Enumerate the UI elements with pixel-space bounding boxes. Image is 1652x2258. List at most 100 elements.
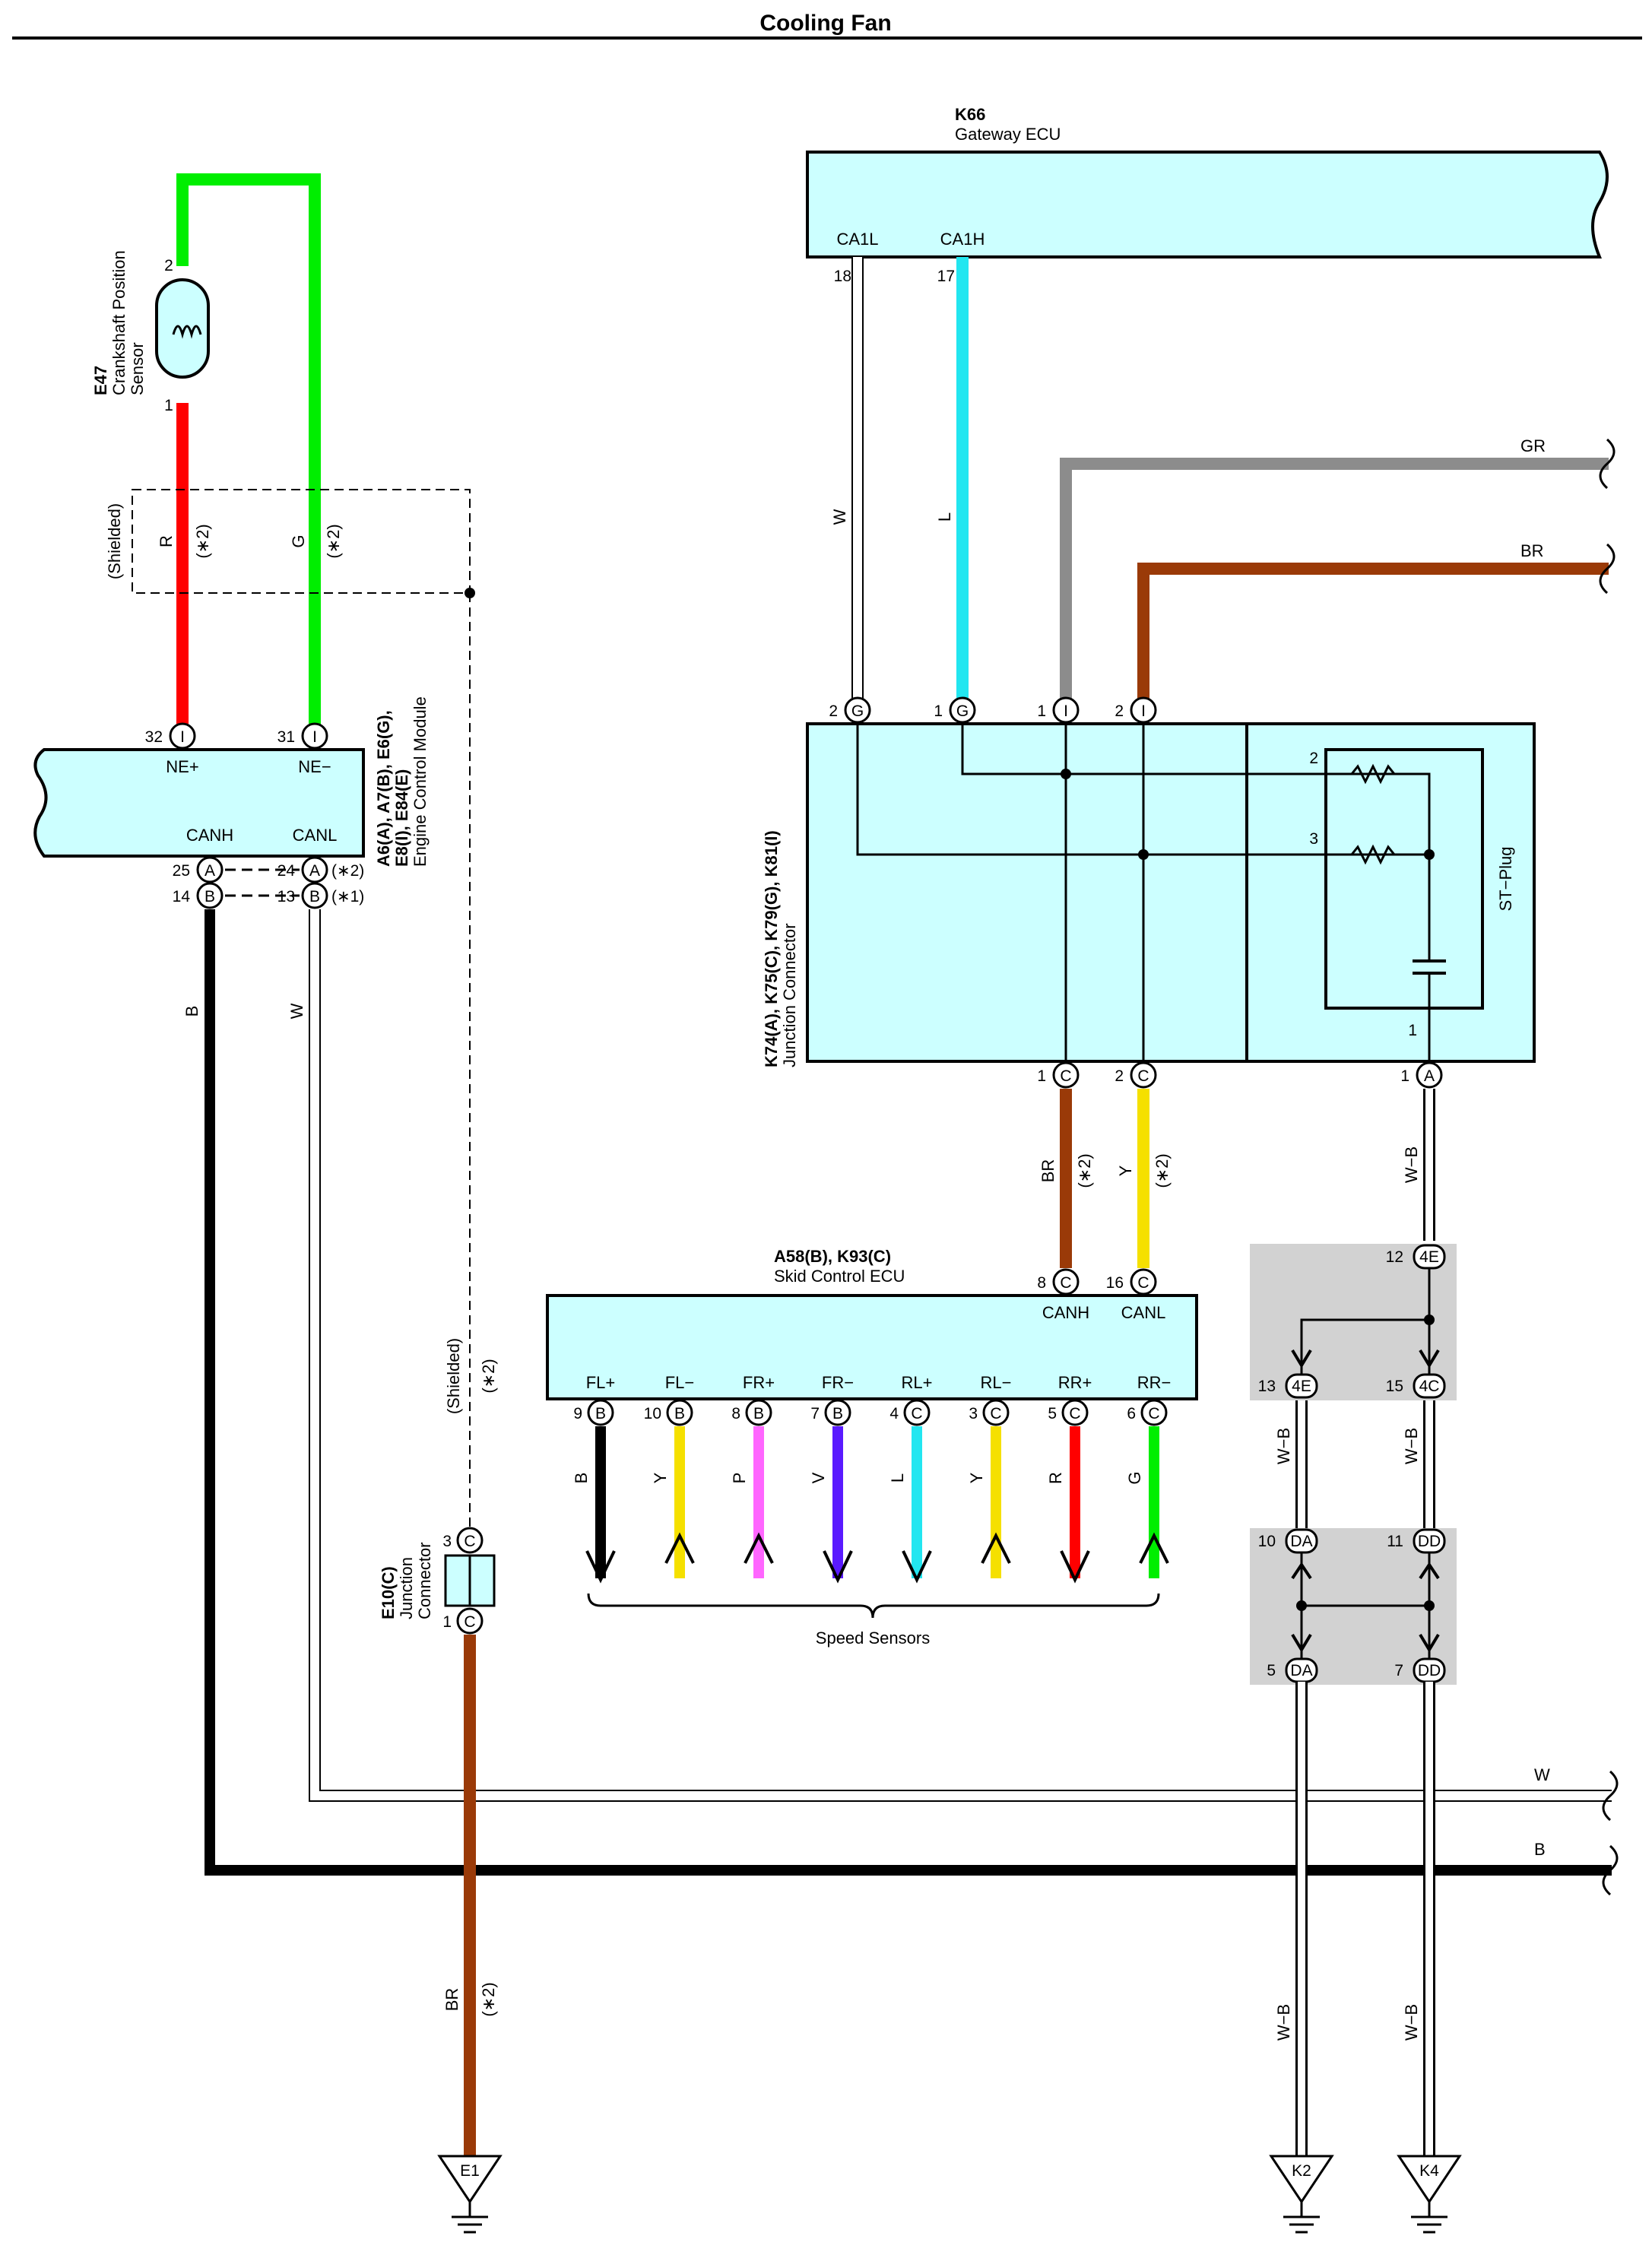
jc-conn-g-2: G (851, 702, 864, 720)
gateway-wires: W L (830, 257, 969, 699)
gateway-ca1l: CA1L (836, 230, 878, 249)
ecm-name: Engine Control Module (411, 696, 430, 867)
sensor-name-line2: Sensor (128, 342, 147, 395)
joint-block-upper: 4E 12 4E 13 4C 15 (1250, 1244, 1457, 1400)
junction-name: Junction Connector (780, 923, 799, 1067)
skid-pin-label-6: RL− (981, 1373, 1012, 1392)
stplug-label: ST−Plug (1496, 847, 1515, 912)
ecm-pin-13: 13 (277, 888, 295, 905)
skid-pin-conn-3: B (753, 1405, 764, 1422)
ground-e1-label: E1 (460, 2162, 480, 2180)
e1-ground-wire: BR (∗2) (442, 1635, 498, 2156)
speed-arrow-7 (1060, 1550, 1090, 1584)
junction-bottom-pins: C 1 C 2 A 1 (1037, 1061, 1443, 1089)
skid-canh: CANH (1042, 1303, 1089, 1322)
wire-label-br-e1: BR (442, 1988, 461, 2012)
gateway-ecu: K66 Gateway ECU CA1L CA1H 18 17 (806, 105, 1609, 285)
joint-pin-10: 10 (1258, 1533, 1276, 1550)
skid-pin-16: 16 (1106, 1274, 1124, 1292)
sensor-pin-1: 1 (164, 397, 173, 414)
e10-junction-connector: C 3 C 1 E10(C) Junction Connector (379, 1527, 496, 1635)
joint-pin-15: 15 (1386, 1378, 1403, 1395)
page-title: Cooling Fan (759, 11, 891, 36)
speed-arrow-2 (664, 1532, 695, 1564)
jc-conn-a-1: A (1424, 1067, 1435, 1085)
jc-pin-a-1: 1 (1400, 1067, 1409, 1085)
skid-pin-circle-1 (587, 1399, 614, 1426)
gateway-pin-17: 17 (937, 268, 955, 285)
ecm-conn-a-24: A (309, 862, 320, 880)
speed-arrow-8 (1139, 1532, 1169, 1564)
ecm-bottom-pins: A 25 A 24 (∗2) B 14 B 13 (∗1) (173, 856, 364, 909)
wire-label-br-top: BR (1520, 541, 1544, 560)
sensor-code: E47 (91, 366, 110, 395)
skid-pin-conn-8: C (1148, 1405, 1159, 1422)
jc-conn-g-1: G (956, 702, 969, 720)
wire-label-l-gateway: L (935, 512, 954, 522)
wire-label-b-right: B (1534, 1840, 1546, 1859)
skid-pin-label-7: RR+ (1058, 1373, 1092, 1392)
joint-da-10: DA (1290, 1533, 1312, 1550)
skid-pin-num-7: 5 (1048, 1405, 1057, 1422)
engine-control-module: NE+ NE− CANH CANL A6(A), A7(B), E6(G), E… (33, 696, 430, 867)
skid-pin-label-2: FL− (665, 1373, 695, 1392)
ground-k4: K4 (1397, 2155, 1462, 2234)
skid-control-ecu: A58(B), K93(C) Skid Control ECU C 8 C 16… (546, 1247, 1198, 1400)
skid-conn-c-8: C (1060, 1274, 1071, 1292)
speed-wire-label-1: B (572, 1473, 591, 1484)
gateway-pin-18: 18 (834, 268, 851, 285)
jc-conn-i-1: I (1064, 702, 1068, 720)
skid-pin-conn-4: B (832, 1405, 843, 1422)
wire-label-wb-5: W−B (1402, 2004, 1421, 2041)
skid-pin-circle-4 (824, 1399, 851, 1426)
ecm-note-13: (∗1) (331, 888, 364, 905)
skid-can-wires: BR (∗2) Y (∗2) (1038, 1089, 1172, 1268)
junction-code: K74(A), K75(C), K79(G), K81(I) (762, 830, 781, 1067)
speed-arrow-6 (981, 1532, 1011, 1564)
junction-connector: 2 3 1 ST−Plug K74(A), K75(C), K79(G), K8… (762, 722, 1536, 1067)
speed-sensor-pins: FL+BB9FL−YB10FR+PB8FR−VB7RL+LC4RL−YC3RR+… (572, 1373, 1171, 1584)
skid-pin-circle-5 (903, 1399, 931, 1426)
shield-note: (∗2) (479, 1359, 498, 1393)
wire-label-wb-1: W−B (1402, 1146, 1421, 1183)
speed-arrow-3 (744, 1532, 774, 1564)
wire-note-r: (∗2) (193, 524, 212, 558)
e10-conn-3: C (464, 1533, 475, 1550)
skid-pin-conn-1: B (595, 1405, 606, 1422)
skid-pin-circle-7 (1061, 1399, 1089, 1426)
speed-arrow-5 (902, 1550, 932, 1584)
ecm-ne-plus: NE+ (166, 757, 198, 776)
jc-pin-c-2: 2 (1115, 1067, 1124, 1085)
can-bus-wires-left: B W W B (182, 909, 1619, 1896)
jc-pin-i-1: 1 (1037, 702, 1046, 720)
skid-pin-num-4: 7 (810, 1405, 820, 1422)
speed-wire-label-4: V (809, 1472, 828, 1483)
e10-pin-1: 1 (442, 1613, 452, 1631)
wire-label-w-left: W (287, 1003, 306, 1019)
e10-code: E10(C) (379, 1566, 398, 1619)
wire-label-wb-3: W−B (1402, 1428, 1421, 1464)
crankshaft-position-sensor: 2 1 E47 Crankshaft Position Sensor (91, 250, 210, 414)
speed-wire-label-3: P (730, 1473, 749, 1484)
e10-name-line2: Connector (415, 1542, 434, 1619)
ecm-pin-31: 31 (277, 728, 295, 746)
speed-wire-label-7: R (1046, 1472, 1065, 1484)
ground-e1: E1 (437, 2155, 503, 2234)
skid-pin-num-8: 6 (1127, 1405, 1136, 1422)
joint-4e-13: 4E (1292, 1378, 1311, 1395)
skid-conn-c-16: C (1137, 1274, 1149, 1292)
joint-pin-13: 13 (1258, 1378, 1276, 1395)
ecm-conn-b-13: B (309, 888, 320, 905)
skid-pin-conn-5: C (911, 1405, 922, 1422)
e10-conn-1: C (464, 1613, 475, 1631)
skid-name: Skid Control ECU (774, 1267, 905, 1286)
wb-wires-ground: W−B W−B (1274, 1682, 1435, 2156)
gr-br-wires: GR BR (1060, 436, 1616, 699)
ecm-conn-i-31: I (312, 728, 317, 746)
wire-note-br-skid: (∗2) (1075, 1153, 1094, 1188)
wire-label-w-gateway: W (830, 509, 849, 525)
skid-pin-8: 8 (1037, 1274, 1046, 1292)
wire-label-w-right: W (1534, 1765, 1550, 1784)
joint-pin-12: 12 (1386, 1248, 1403, 1266)
